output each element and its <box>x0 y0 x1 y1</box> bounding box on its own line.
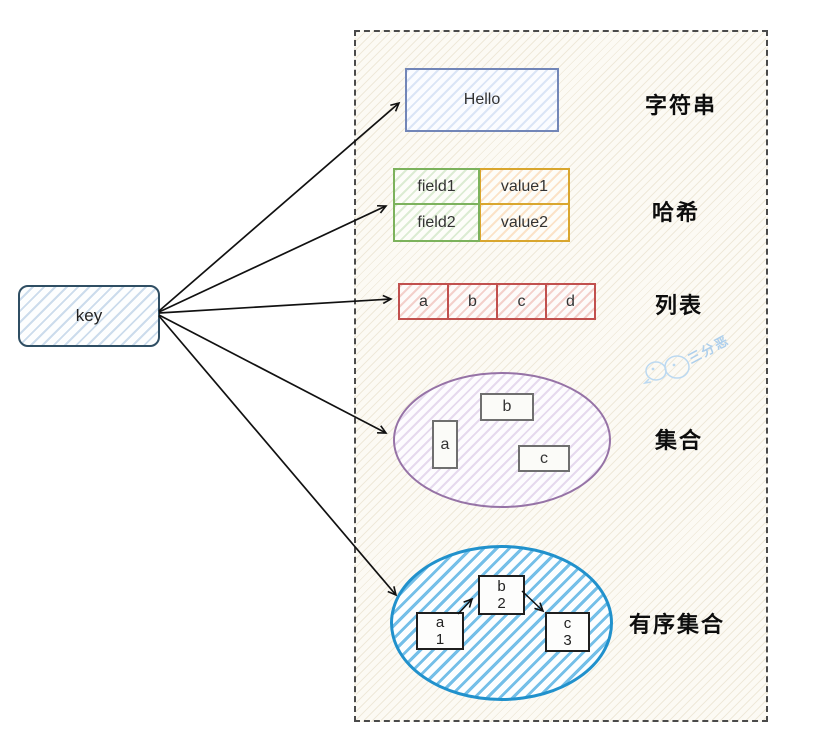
set-value-node: a b c <box>393 372 611 508</box>
member-name: a <box>435 614 445 631</box>
hash-type-label: 哈希 <box>652 200 701 225</box>
sorted-set-value-node: a 1 b 2 c 3 <box>390 545 613 701</box>
list-value-node: a b c d <box>398 283 596 320</box>
sorted-set-member: b 2 <box>478 575 525 615</box>
hash-field-cell: field2 <box>393 203 480 242</box>
sorted-set-type-label: 有序集合 <box>629 612 726 637</box>
member-score: 2 <box>497 595 506 612</box>
set-type-label: 集合 <box>655 428 704 453</box>
string-type-label: 字符串 <box>645 93 718 118</box>
list-cell: a <box>398 283 449 320</box>
list-cell: d <box>545 283 596 320</box>
set-member: a <box>432 420 458 469</box>
string-value-node: Hello <box>405 68 559 132</box>
arrow-key-to-set <box>158 314 388 434</box>
sorted-set-member: c 3 <box>545 612 590 652</box>
list-cell: c <box>496 283 547 320</box>
set-member: b <box>480 393 534 421</box>
string-value-text: Hello <box>463 91 501 108</box>
hash-field-cell: field1 <box>393 168 480 205</box>
set-member: c <box>518 445 570 472</box>
hash-value-cell: value2 <box>480 203 570 242</box>
member-score: 1 <box>435 631 445 648</box>
sorted-set-member: a 1 <box>416 612 464 650</box>
arrow-key-to-hash <box>158 204 388 313</box>
key-node-label: key <box>75 306 103 325</box>
list-cell: b <box>447 283 498 320</box>
list-type-label: 列表 <box>655 293 704 318</box>
hash-value-cell: value1 <box>480 168 570 205</box>
member-name: b <box>497 578 506 595</box>
key-node: key <box>18 285 160 347</box>
member-name: c <box>563 615 572 632</box>
member-score: 3 <box>563 632 572 649</box>
hash-value-node: field1 value1 field2 value2 <box>393 168 570 242</box>
